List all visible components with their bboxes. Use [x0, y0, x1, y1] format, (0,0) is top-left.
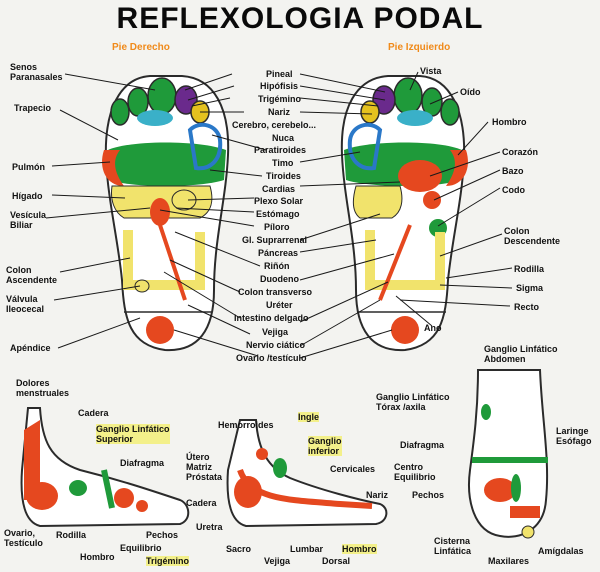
label-apendice: Apéndice	[10, 343, 51, 353]
label-hombro-2: Hombro	[80, 552, 115, 562]
label-sigma: Sigma	[516, 283, 544, 293]
foot-dorsal-view	[468, 369, 549, 539]
label-colon-ascendente: Colon Ascendente	[6, 265, 58, 285]
label-cervicales: Cervicales	[330, 464, 376, 474]
label-colon-transverso: Colon transverso	[238, 287, 313, 297]
label-hipofisis: Hipófisis	[260, 81, 299, 91]
label-higado: Hígado	[12, 191, 43, 201]
label-hombro-3: Hombro	[342, 544, 377, 554]
label-ganglio-inferior: Ganglio inferior	[308, 436, 342, 456]
right-foot-heading: Pie Derecho	[112, 42, 170, 53]
label-trigemino-2: Trigémino	[146, 556, 190, 566]
left-foot-sole	[340, 75, 468, 352]
label-ganglio-torax: Ganglio Linfático Tórax /axila	[376, 392, 450, 412]
label-centro-equilibrio: Centro Equilibrio	[394, 462, 436, 482]
label-diafragma: Diafragma	[120, 458, 165, 468]
label-cadera-2: Cadera	[186, 498, 217, 508]
label-pechos: Pechos	[146, 530, 179, 540]
label-rodilla-2: Rodilla	[56, 530, 87, 540]
right-foot-sole	[102, 75, 230, 352]
label-vejiga: Vejiga	[262, 327, 289, 337]
label-pancreas: Páncreas	[258, 248, 299, 258]
label-laringe-esofago: Laringe Esófago	[556, 426, 592, 446]
label-nervio-ciatico: Nervio ciático	[246, 340, 306, 350]
left-foot-heading: Pie Izquierdo	[388, 42, 451, 53]
label-rinon: Riñón	[264, 261, 290, 271]
label-paratiroides: Paratiroides	[254, 145, 307, 155]
label-maxilares: Maxilares	[488, 556, 530, 566]
label-suprarrenal: Gl. Suprarrenal	[242, 235, 308, 245]
label-ingle: Ingle	[298, 412, 320, 422]
label-estomago: Estómago	[256, 209, 300, 219]
label-nuca: Nuca	[272, 133, 295, 143]
label-vesicula: Vesícula Biliar	[10, 210, 47, 230]
foot-inner-side	[20, 407, 190, 528]
label-amigdalas: Amígdalas	[538, 546, 584, 556]
label-vejiga-2: Vejiga	[264, 556, 291, 566]
label-ganglio-superior: Ganglio Linfático Superior	[96, 424, 170, 444]
label-dorsal: Dorsal	[322, 556, 351, 566]
label-cardias: Cardias	[262, 184, 296, 194]
label-oido: Oído	[460, 87, 481, 97]
chart-title: REFLEXOLOGIA PODAL	[116, 2, 484, 35]
label-vista: Vista	[420, 66, 442, 76]
label-colon-descendente: Colon Descendente	[504, 226, 561, 246]
label-corazon: Corazón	[502, 147, 538, 157]
label-duodeno: Duodeno	[260, 274, 299, 284]
label-codo: Codo	[502, 185, 525, 195]
label-cadera: Cadera	[78, 408, 109, 418]
label-pineal: Pineal	[266, 69, 293, 79]
label-cerebro: Cerebro, cerebelo...	[232, 120, 317, 130]
label-trigemino: Trigémino	[258, 94, 302, 104]
label-pulmon: Pulmón	[12, 162, 45, 172]
label-hemorroides: Hemorroides	[218, 420, 274, 430]
leader-lines	[45, 71, 513, 359]
label-ano: Ano	[424, 323, 442, 333]
label-bazo: Bazo	[502, 166, 524, 176]
label-utero-matriz-prostata: Útero Matriz Próstata	[186, 452, 223, 482]
label-recto: Recto	[514, 302, 540, 312]
label-uretra: Uretra	[196, 522, 223, 532]
label-timo: Timo	[272, 158, 294, 168]
label-rodilla: Rodilla	[514, 264, 545, 274]
label-sacro: Sacro	[226, 544, 252, 554]
foot-outer-side	[226, 419, 388, 528]
label-dolores-menstruales: Dolores menstruales	[16, 378, 70, 398]
label-trapecio: Trapecio	[14, 103, 52, 113]
label-ganglio-abdomen: Ganglio Linfático Abdomen	[484, 344, 558, 364]
label-ovario-testiculo-2: Ovario, Testículo	[4, 528, 43, 548]
label-hombro: Hombro	[492, 117, 527, 127]
label-intestino-delgado: Intestino delgado	[234, 313, 309, 323]
label-piloro: Píloro	[264, 222, 290, 232]
label-cisterna-linfatica: Cisterna Linfática	[434, 536, 472, 556]
label-equilibrio: Equilibrio	[120, 543, 162, 553]
label-ureter: Uréter	[266, 300, 293, 310]
label-nariz: Nariz	[268, 107, 291, 117]
label-ovario-testiculo: Ovario /testículo	[236, 353, 307, 363]
label-pechos-2: Pechos	[412, 490, 445, 500]
label-valvula-ileocecal: Válvula Ileocecal	[6, 294, 45, 314]
label-lumbar: Lumbar	[290, 544, 324, 554]
label-plexo-solar: Plexo Solar	[254, 196, 304, 206]
label-diafragma-2: Diafragma	[400, 440, 445, 450]
label-senos-paranasales: Senos Paranasales	[10, 62, 63, 82]
label-nariz-2: Nariz	[366, 490, 389, 500]
label-tiroides: Tiroides	[266, 171, 301, 181]
